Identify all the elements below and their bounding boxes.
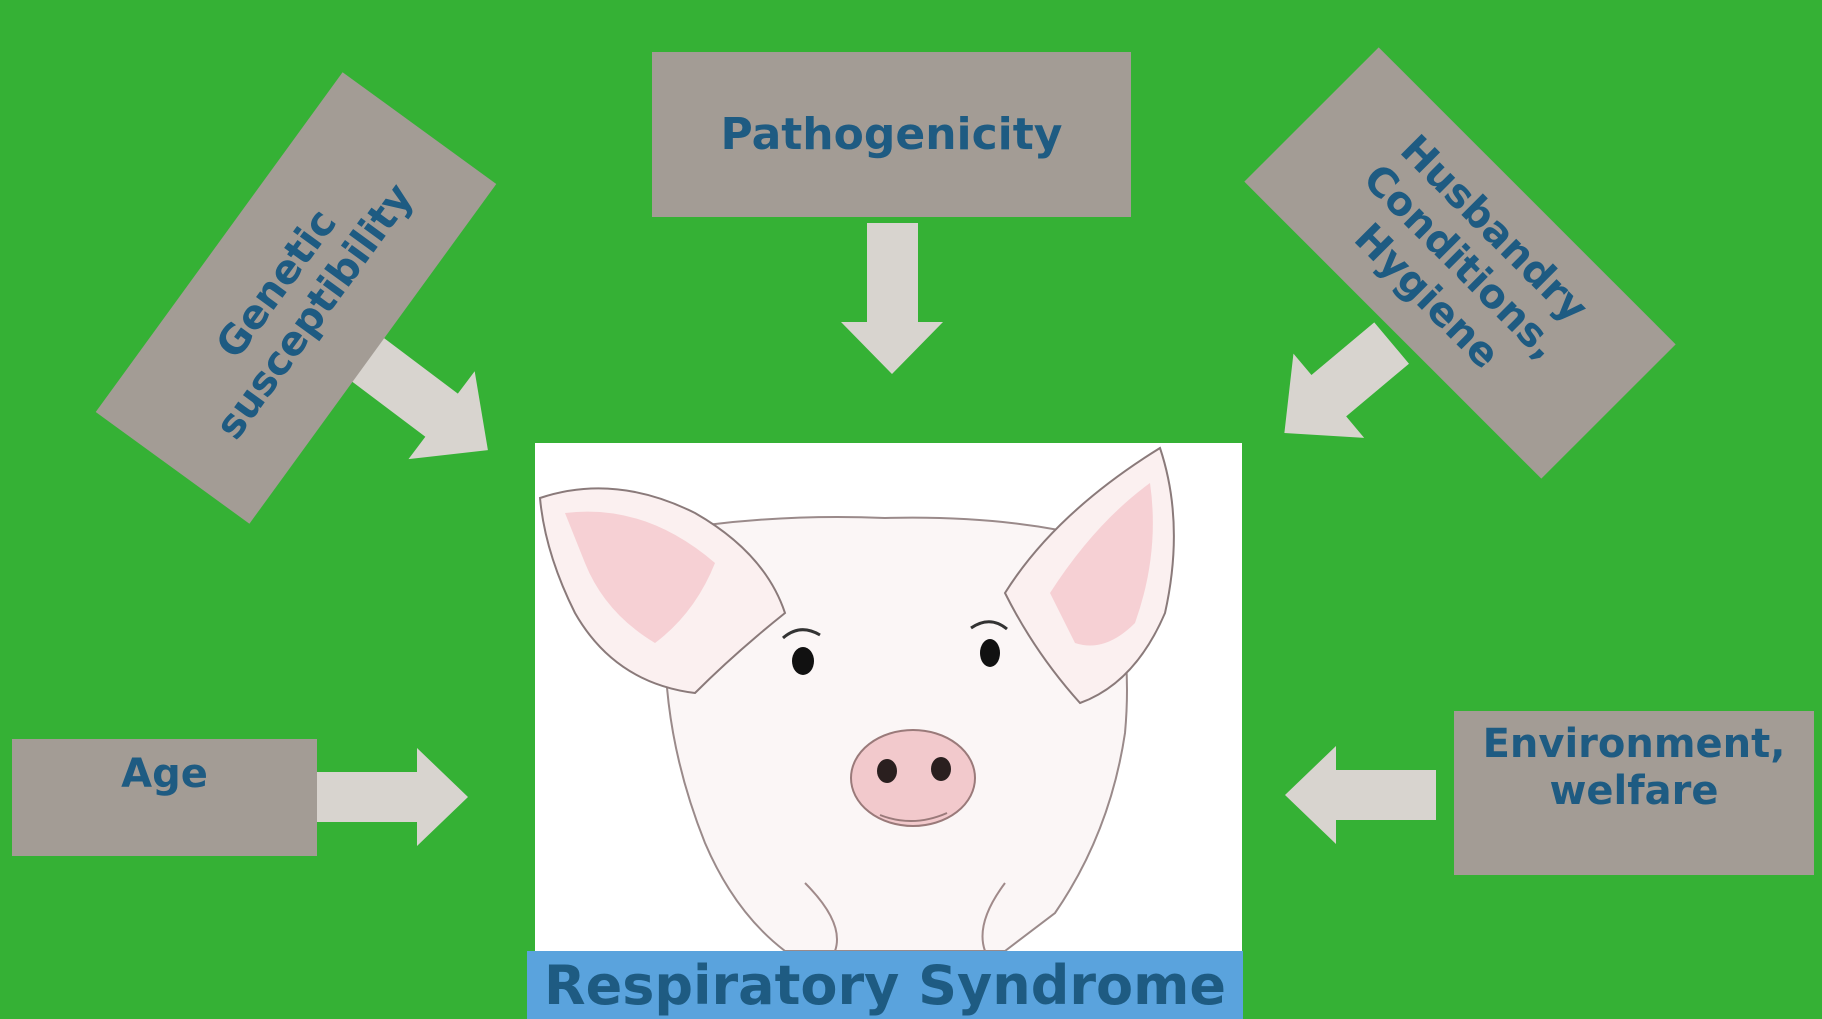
factor-pathogenicity-label: Pathogenicity (721, 109, 1063, 161)
factor-pathogenicity: Pathogenicity (652, 52, 1131, 217)
pig-drawing (535, 443, 1242, 951)
caption-text: Respiratory Syndrome (544, 954, 1226, 1017)
arrow-environment (1285, 746, 1436, 844)
factor-environment-label: Environment, welfare (1483, 721, 1786, 815)
factor-age-label: Age (121, 751, 208, 798)
factor-environment: Environment, welfare (1454, 711, 1814, 875)
pig-illustration (535, 443, 1242, 951)
factor-age: Age (12, 739, 317, 856)
arrow-pathogenicity (841, 223, 943, 374)
arrow-age (317, 748, 468, 846)
respiratory-syndrome-caption: Respiratory Syndrome (527, 951, 1243, 1019)
